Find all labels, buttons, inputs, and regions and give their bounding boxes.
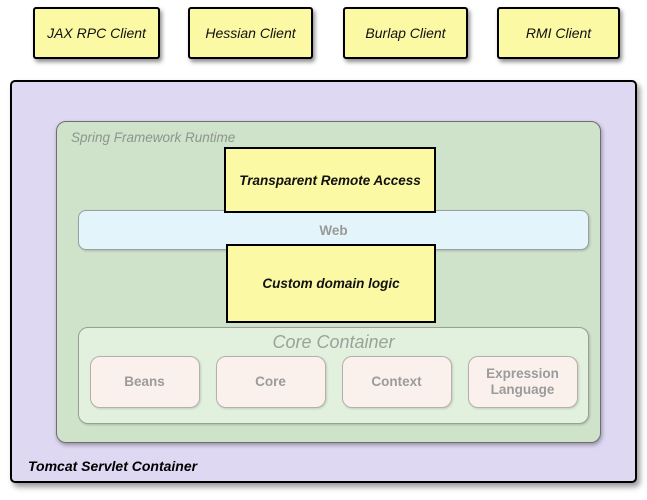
client-label-jax-rpc: JAX RPC Client [47, 25, 146, 41]
module-box-context: Context [341, 356, 452, 408]
tomcat-container-label: Tomcat Servlet Container [28, 458, 198, 474]
spring-runtime-label: Spring Framework Runtime [71, 130, 236, 145]
module-box-beans: Beans [89, 356, 200, 408]
module-label-core: Core [255, 374, 286, 389]
custom-domain-logic-label: Custom domain logic [262, 276, 400, 291]
core-container-label: Core Container [272, 332, 395, 352]
module-label-beans: Beans [124, 374, 165, 389]
transparent-remote-access-box: Transparent Remote Access [224, 147, 436, 213]
module-box-core: Core [215, 356, 326, 408]
client-box-jax-rpc: JAX RPC Client [33, 7, 160, 59]
client-label-hessian: Hessian Client [205, 25, 296, 41]
client-box-rmi: RMI Client [497, 7, 620, 59]
module-label-context: Context [371, 374, 422, 389]
client-box-hessian: Hessian Client [188, 7, 313, 59]
module-label-expression-language: Expression Language [486, 366, 559, 397]
web-layer-label: Web [319, 222, 348, 238]
client-label-burlap: Burlap Client [365, 25, 446, 41]
client-label-rmi: RMI Client [525, 25, 592, 41]
custom-domain-logic-box: Custom domain logic [226, 244, 436, 323]
tomcat-servlet-container: Spring Framework Runtime Web Transparent… [10, 80, 637, 483]
module-box-expression-language: Expression Language [467, 356, 578, 408]
core-container: Core Container Beans Core Context Expres… [78, 327, 589, 424]
spring-framework-runtime: Spring Framework Runtime Web Transparent… [56, 121, 601, 443]
transparent-remote-access-label: Transparent Remote Access [239, 172, 421, 188]
core-modules-row: Beans Core Context Expression Language [79, 356, 588, 408]
client-box-burlap: Burlap Client [343, 7, 468, 59]
